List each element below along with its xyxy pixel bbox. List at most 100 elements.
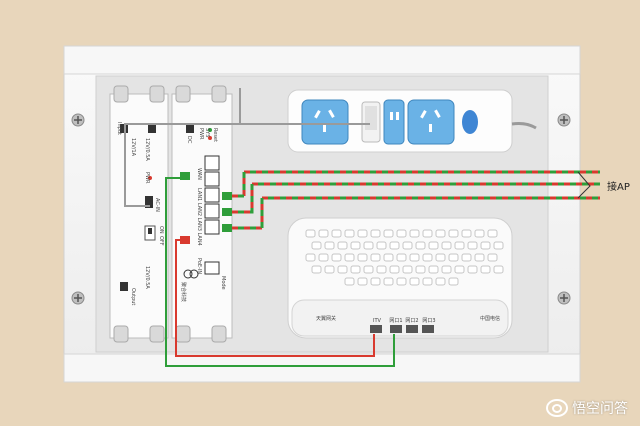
router-vent-slot bbox=[376, 265, 387, 274]
router-vent-slot bbox=[357, 253, 368, 262]
poe-plug bbox=[180, 236, 190, 244]
router-vent-slot bbox=[357, 277, 368, 286]
router-port-itv-jack bbox=[370, 325, 382, 333]
on-label: ON bbox=[158, 226, 164, 234]
router-vent-slot bbox=[415, 241, 426, 250]
router-vent-slot bbox=[363, 265, 374, 274]
router-vent-slot bbox=[493, 265, 504, 274]
router-vent-slot bbox=[389, 265, 400, 274]
router-vent-slot bbox=[467, 241, 478, 250]
wan-cable bbox=[165, 177, 395, 367]
router-vent-slot bbox=[480, 241, 491, 250]
router-vent-slot bbox=[428, 241, 439, 250]
router-vent-slot bbox=[350, 241, 361, 250]
router-port-1-jack bbox=[390, 325, 402, 333]
router-vent-slot bbox=[396, 253, 407, 262]
screw-icon bbox=[71, 291, 85, 305]
router-vent-slot bbox=[318, 253, 329, 262]
power-cable bbox=[124, 88, 370, 207]
lan-plugs bbox=[180, 172, 232, 232]
router-vent-slot bbox=[428, 265, 439, 274]
router-vent-slot bbox=[396, 229, 407, 238]
off-label: OFF bbox=[158, 236, 164, 246]
router-vent-slot bbox=[409, 229, 420, 238]
router-port-2: 网口2 bbox=[405, 318, 418, 324]
router-vent-slot bbox=[344, 277, 355, 286]
router-port-1: 网口1 bbox=[389, 318, 402, 324]
router-vent-slot bbox=[402, 241, 413, 250]
router-vent-slot bbox=[370, 277, 381, 286]
router-vent-slot bbox=[350, 265, 361, 274]
wan-label: WAN bbox=[196, 168, 202, 180]
power-strip bbox=[287, 89, 537, 153]
router-vent-slot bbox=[441, 241, 452, 250]
screw-icon bbox=[71, 113, 85, 127]
router-vent-slot bbox=[454, 265, 465, 274]
router-vent-slot bbox=[448, 229, 459, 238]
router-vent-slot bbox=[370, 229, 381, 238]
rating-in-label: 12V/1A bbox=[130, 138, 136, 157]
rating-out2-label: 12V/0.5A bbox=[144, 266, 150, 289]
router-vent-slot bbox=[324, 241, 335, 250]
router-vent-slot bbox=[344, 253, 355, 262]
router-port-itv: ITV bbox=[373, 318, 382, 324]
router-vent-slot bbox=[389, 241, 400, 250]
router-vent-slot bbox=[337, 241, 348, 250]
sys-label: SYS bbox=[204, 128, 210, 137]
router-vent-slot bbox=[324, 265, 335, 274]
router-vent-slot bbox=[383, 253, 394, 262]
router-vent-slot bbox=[370, 253, 381, 262]
router-vent-slot bbox=[474, 229, 485, 238]
rating-out-label: 12V/0.5A bbox=[144, 138, 150, 161]
watermark-logo-icon bbox=[546, 399, 568, 417]
router-vent-slot bbox=[422, 229, 433, 238]
router-vent-slot bbox=[396, 277, 407, 286]
router-vent-slot bbox=[474, 253, 485, 262]
router-vent-slot bbox=[487, 253, 498, 262]
router-vent-slot bbox=[409, 253, 420, 262]
router-vent-slot bbox=[344, 229, 355, 238]
router-vent-slot bbox=[441, 265, 452, 274]
router-vent-slot bbox=[487, 229, 498, 238]
outlet-icon bbox=[314, 109, 441, 132]
screw-icon bbox=[557, 291, 571, 305]
router-port-3-jack bbox=[422, 325, 434, 333]
router-vent-slot bbox=[493, 241, 504, 250]
router-vent-slot bbox=[409, 277, 420, 286]
router-carrier-label: 中国电信 bbox=[480, 315, 500, 322]
router-port-2-jack bbox=[406, 325, 418, 333]
itv-cable bbox=[175, 239, 375, 357]
router-vent-slot bbox=[402, 265, 413, 274]
router-vent-slot bbox=[318, 229, 329, 238]
router-vent-slot bbox=[461, 229, 472, 238]
router-vent-slot bbox=[383, 277, 394, 286]
acin-label: AC-IN bbox=[154, 198, 160, 212]
router-vent-slot bbox=[448, 253, 459, 262]
screw-icon bbox=[557, 113, 571, 127]
ap-bracket bbox=[577, 171, 591, 199]
top-rail bbox=[63, 45, 581, 75]
router-vent-slot bbox=[415, 265, 426, 274]
router-vent-slot bbox=[305, 253, 316, 262]
router-vent-slot bbox=[363, 241, 374, 250]
output-label: Output bbox=[130, 288, 136, 305]
router-vent-slot bbox=[311, 265, 322, 274]
router-vent-slot bbox=[311, 241, 322, 250]
router-vent-slot bbox=[376, 241, 387, 250]
router-vent-slot bbox=[435, 253, 446, 262]
router-vent-slot bbox=[331, 229, 342, 238]
pwr-label: PWR bbox=[144, 172, 150, 184]
watermark-text: 悟空问答 bbox=[572, 401, 628, 417]
router-vent-slot bbox=[480, 265, 491, 274]
router-vent-slot bbox=[383, 229, 394, 238]
router-vent-grid bbox=[305, 229, 504, 286]
power-module bbox=[109, 85, 169, 343]
watermark: 悟空问答 bbox=[546, 398, 628, 418]
router-vent-slot bbox=[435, 277, 446, 286]
router-vent-slot bbox=[448, 277, 459, 286]
router-vent-slot bbox=[337, 265, 348, 274]
mode-label: Mode bbox=[220, 276, 226, 290]
ap-label: 接AP bbox=[607, 180, 630, 193]
router-vent-slot bbox=[461, 253, 472, 262]
